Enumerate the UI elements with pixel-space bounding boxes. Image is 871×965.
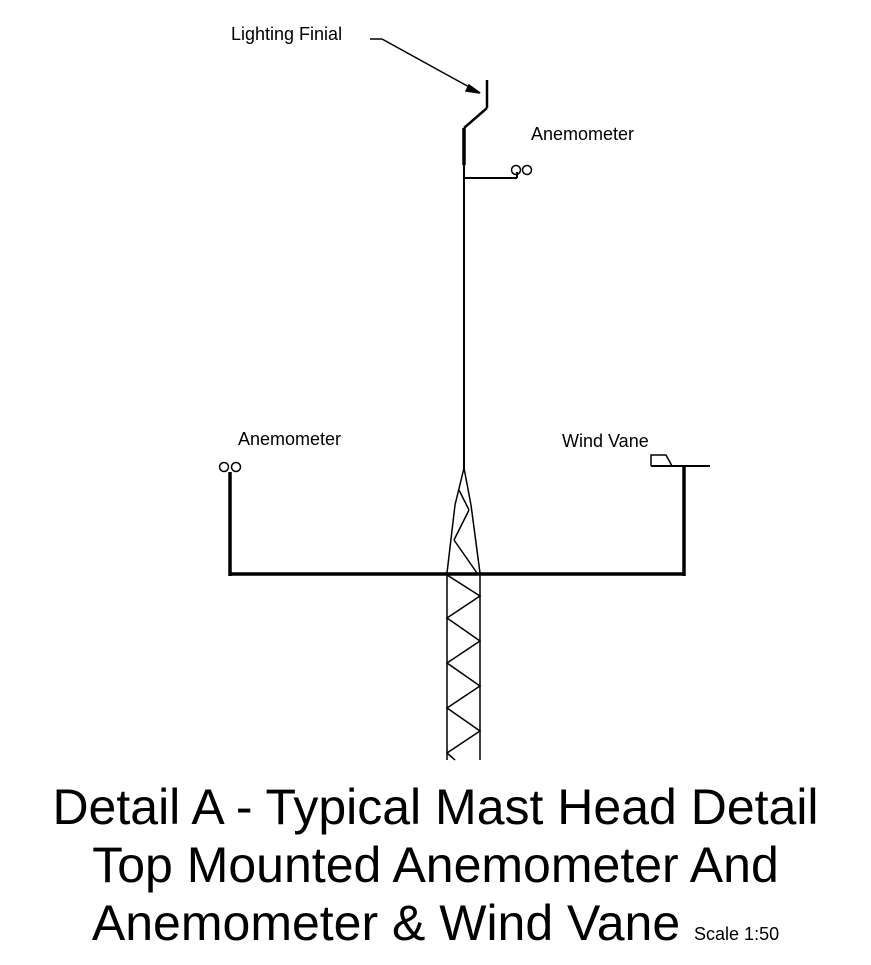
title-line-3-text: Anemometer & Wind Vane [91, 895, 681, 951]
finial-leader [370, 38, 481, 94]
lighting-finial-label: Lighting Finial [231, 24, 343, 44]
lattice-taper [446, 467, 481, 574]
wind-vane-label: Wind Vane [562, 431, 649, 451]
top-anemometer-label: Anemometer [531, 124, 635, 144]
detail-title: Detail A - Typical Mast Head Detail Top … [0, 778, 871, 963]
scale-note: Scale 1:50 [694, 924, 780, 944]
left-anemometer-label: Anemometer [238, 429, 342, 449]
title-line-1: Detail A - Typical Mast Head Detail [52, 779, 819, 835]
lattice-tower [445, 573, 482, 761]
wind-vane [650, 454, 710, 467]
title-line-2: Top Mounted Anemometer And [92, 837, 779, 893]
top-anemometer [464, 164, 533, 179]
left-anemometer [218, 461, 242, 473]
lighting-finial [462, 80, 489, 165]
title-line-3: Anemometer & Wind Vane Scale 1:50 [0, 894, 871, 963]
boom-arm [228, 466, 686, 576]
